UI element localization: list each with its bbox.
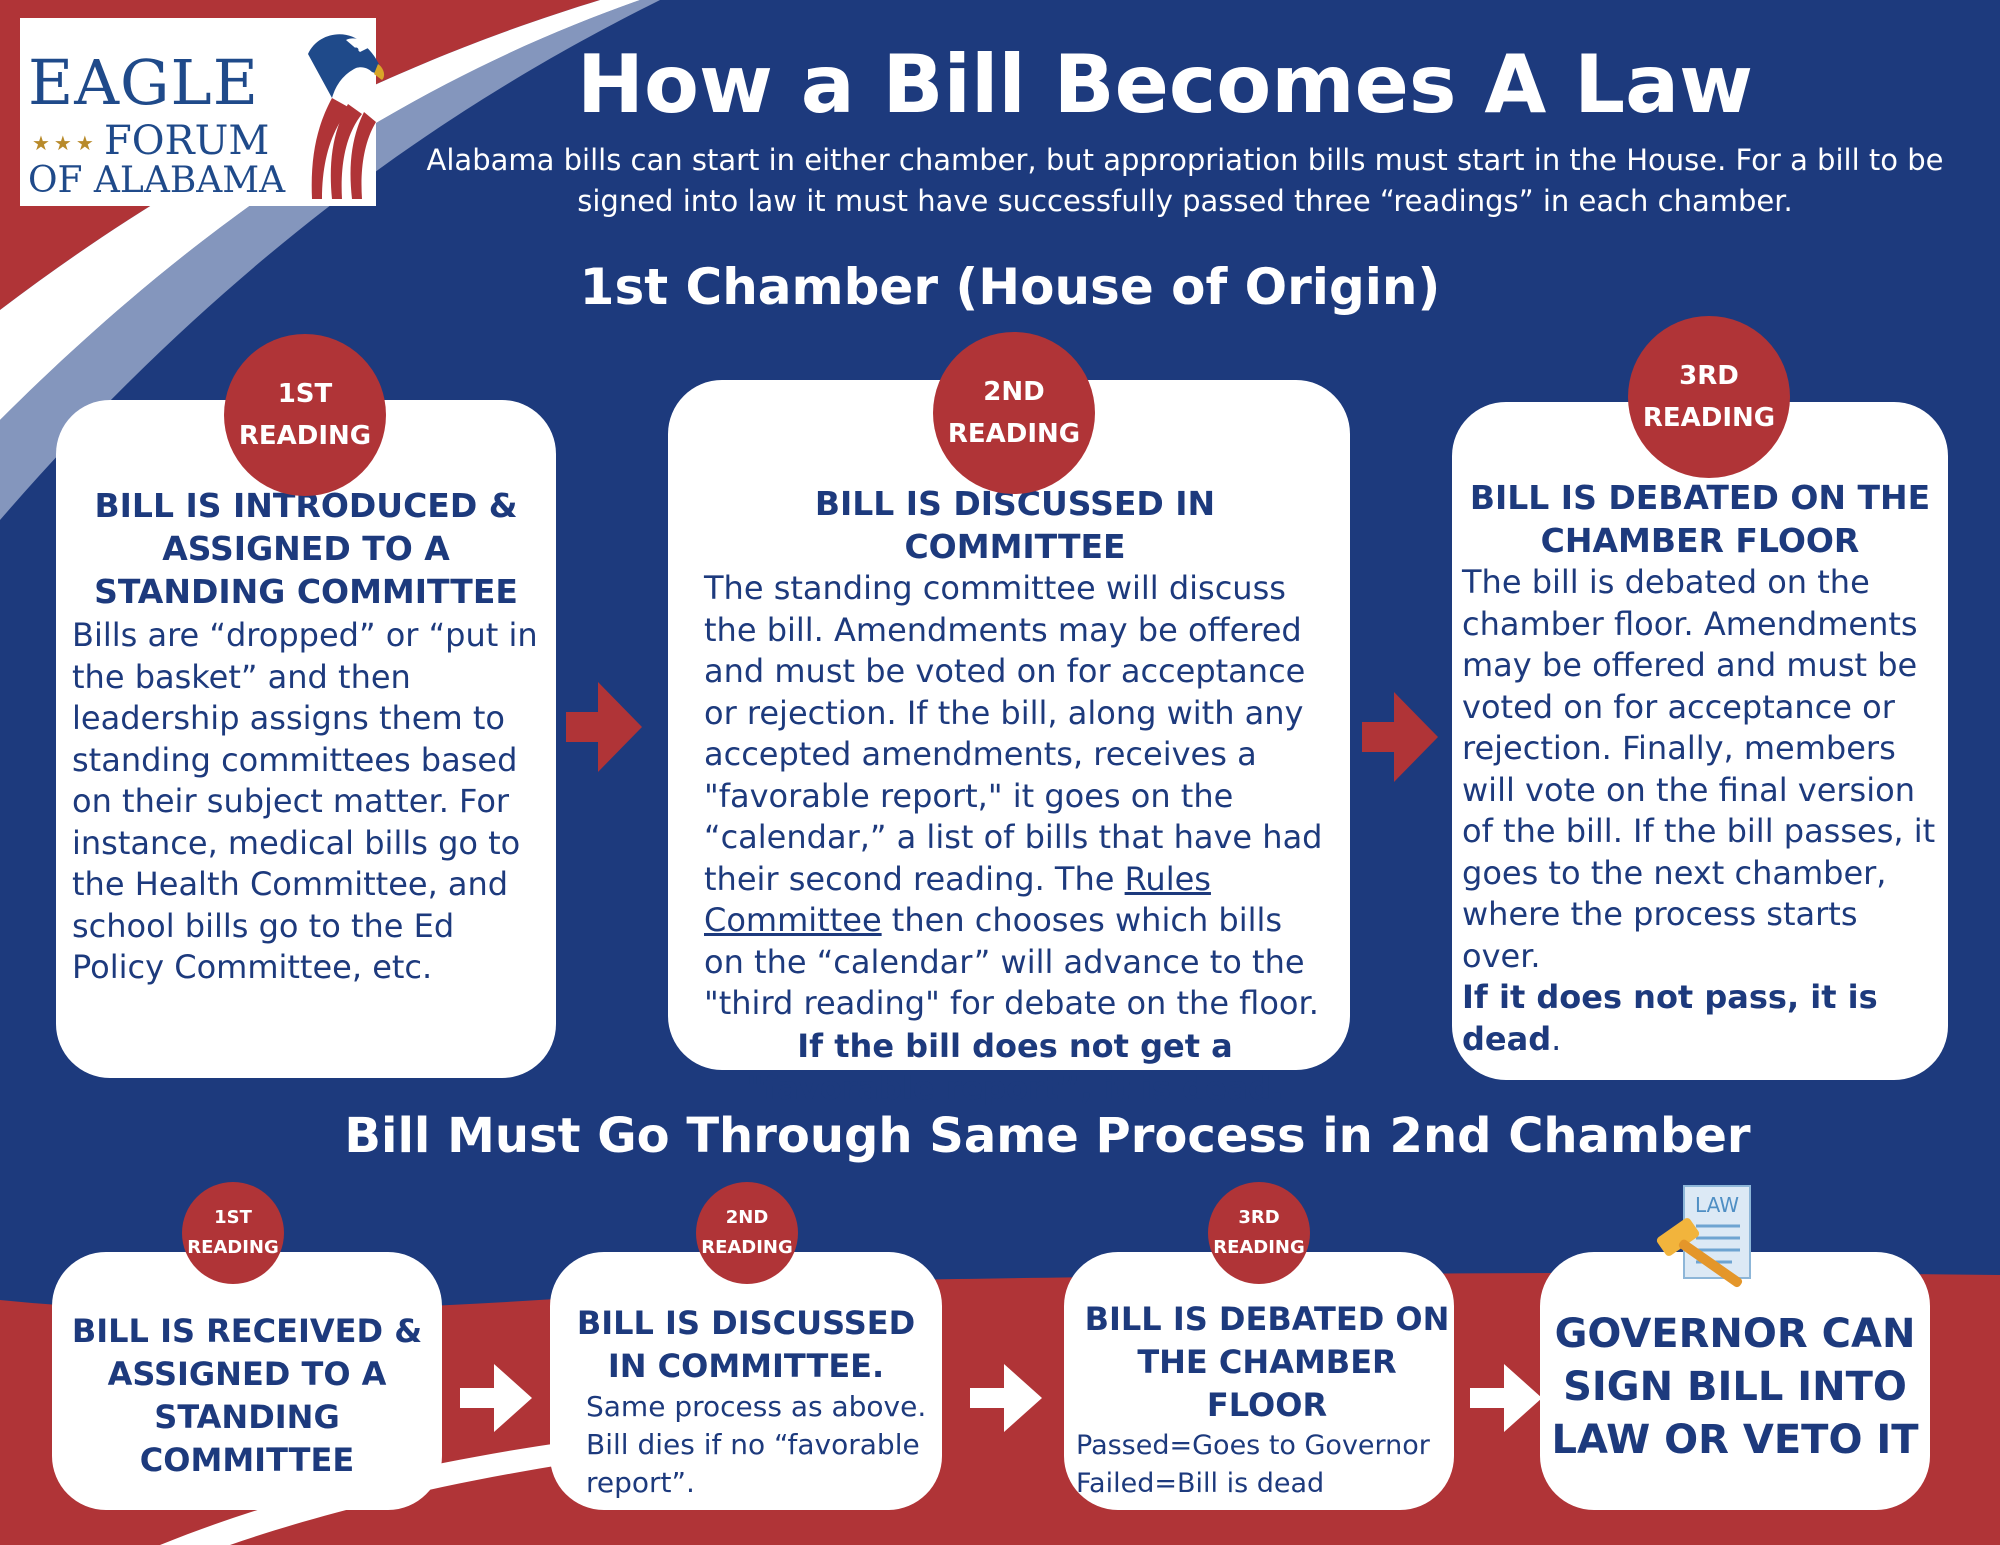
arrow-right-icon [1470,1364,1542,1432]
reading-badge: 1ST READING [182,1182,284,1284]
badge-line: READING [1642,403,1776,433]
reading-badge: 3RD READING [1628,316,1790,478]
card-dead-note: If the bill does not get a "favorable re… [704,1025,1326,1109]
badge-line: READING [1213,1237,1305,1258]
dead-note-text: If it does not pass, it is dead [1462,978,1878,1058]
card-body: Bills are “dropped” or “put in the baske… [72,616,538,986]
card-heading: BILL IS DEBATED ON THE CHAMBER FLOOR [1084,1300,1450,1424]
badge-line: 3RD [1679,361,1739,391]
chamber2-heading: Bill Must Go Through Same Process in 2nd… [344,1108,1751,1164]
card-body-text: then chooses which bills on the “calenda… [704,901,1319,1022]
logo-eagle-text: EAGLE [28,46,259,119]
card-body: The standing committee will discuss the … [704,568,1326,1025]
badge-line: READING [947,419,1081,449]
logo-forum-text: FORUM [104,118,270,164]
chamber1-reading1-card: BILL IS INTRODUCED & ASSIGNED TO A STAND… [56,400,556,1078]
chamber1-reading2-card: BILL IS DISCUSSED IN COMMITTEE The stand… [668,380,1350,1107]
chamber2-reading3-card: BILL IS DEBATED ON THE CHAMBER FLOOR Pas… [1064,1252,1454,1510]
card-heading: BILL IS DISCUSSED IN COMMITTEE [814,484,1216,566]
law-gavel-icon: LAW [1656,1185,1751,1288]
card-body-line: Passed=Goes to Governor [1076,1430,1430,1461]
card-heading: BILL IS DISCUSSED IN COMMITTEE. [576,1304,916,1385]
reading-badge: 2ND READING [696,1182,798,1284]
reading-badge: 2ND READING [933,332,1095,494]
card-heading: BILL IS RECEIVED & ASSIGNED TO A STANDIN… [71,1312,423,1479]
dead-note-line: "favorable report”, it is dead. [746,1068,1284,1107]
arrow-right-icon [970,1364,1042,1432]
reading-badge: 1ST READING [224,334,386,496]
law-icon-label: LAW [1695,1193,1739,1217]
badge-line: 3RD [1238,1207,1280,1228]
chamber1-reading3-card: BILL IS DEBATED ON THE CHAMBER FLOOR The… [1452,402,1948,1080]
page-subtitle: Alabama bills can start in either chambe… [426,143,1944,218]
page-title: How a Bill Becomes A Law [577,38,1753,131]
logo: EAGLE ★★★ FORUM OF ALABAMA [20,18,385,206]
chamber2-reading2-card: BILL IS DISCUSSED IN COMMITTEE. Same pro… [550,1252,942,1510]
eagle-icon [308,34,385,199]
rules-committee-link[interactable]: Rules Committee [704,859,1211,940]
card-body-text: The standing committee will discuss the … [704,569,1323,898]
card-body: The bill is debated on the chamber floor… [1462,563,1936,975]
arrow-right-icon [460,1364,532,1432]
card-heading: BILL IS INTRODUCED & ASSIGNED TO A STAND… [94,486,518,611]
arrow-right-icon [566,682,642,772]
card-heading: BILL IS DEBATED ON THE CHAMBER FLOOR [1469,478,1931,560]
chamber2-reading1-card: BILL IS RECEIVED & ASSIGNED TO A STANDIN… [52,1252,442,1510]
card-heading: GOVERNOR CAN SIGN BILL INTO LAW OR VETO … [1551,1311,1919,1463]
logo-stars: ★★★ [32,131,98,155]
card-body: Passed=Goes to Governor Failed=Bill is d… [1076,1427,1450,1503]
badge-line: READING [187,1237,279,1258]
badge-line: 2ND [725,1207,769,1228]
badge-line: 1ST [277,379,333,409]
card-body-line: Failed=Bill is dead [1076,1468,1325,1499]
badge-line: READING [238,421,372,451]
badge-line: 2ND [983,377,1045,407]
reading-badge: 3RD READING [1208,1182,1310,1284]
chamber1-heading: 1st Chamber (House of Origin) [579,258,1441,316]
governor-card: GOVERNOR CAN SIGN BILL INTO LAW OR VETO … [1540,1252,1930,1510]
logo-state-text: OF ALABAMA [28,160,286,201]
badge-line: READING [701,1237,793,1258]
card-dead-note: If it does not pass, it is dead. [1462,977,1938,1060]
badge-line: 1ST [214,1207,252,1228]
dead-note-end: . [1551,1019,1562,1058]
card-body: Same process as above. Bill dies if no “… [586,1390,927,1499]
arrow-right-icon [1362,692,1438,782]
dead-note-line: If the bill does not get a [797,1026,1233,1065]
